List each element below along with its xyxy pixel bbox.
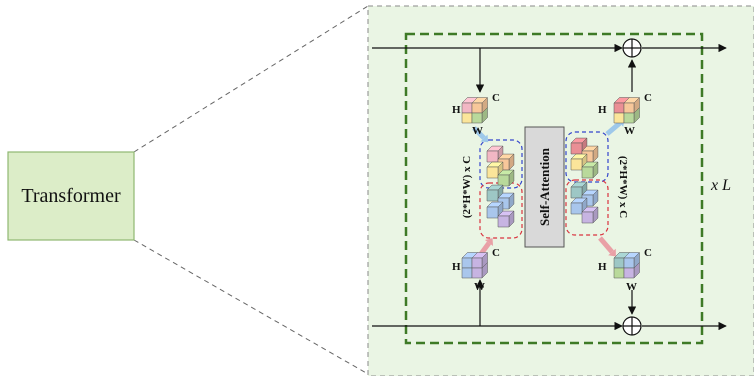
tensor-bottom-right-h: H: [598, 261, 607, 273]
tensor-bottom-left-c: C: [492, 247, 500, 259]
left-dim-label: (2*H*W) x C: [461, 156, 473, 218]
zoom-line-top: [134, 6, 368, 152]
tensor-bottom-left-h: H: [452, 261, 461, 273]
self-attention-label: Self-Attention: [537, 147, 552, 226]
repeat-label: x L: [710, 177, 731, 194]
tensor-bottom-right-w: W: [626, 281, 637, 293]
left-token-4: [498, 170, 514, 186]
tensor-top-right-h: H: [598, 104, 607, 116]
zoom-line-bottom: [134, 240, 368, 374]
tensor-top-right-w: W: [624, 125, 635, 137]
right-dim-label: (2*H*W) x C: [617, 156, 629, 218]
tensor-top-right-c: C: [644, 92, 652, 104]
right-token-8: [582, 207, 598, 223]
tensor-bottom-right-c: C: [644, 247, 652, 259]
tensor-top-left: [462, 98, 488, 124]
tensor-bottom-left-w: W: [474, 281, 485, 293]
left-token-8: [498, 211, 514, 227]
right-token-4: [582, 162, 598, 178]
tensor-bottom-left: [462, 253, 488, 279]
transformer-label: Transformer: [21, 185, 121, 207]
tensor-top-left-c: C: [492, 92, 500, 104]
tensor-top-left-h: H: [452, 104, 461, 116]
tensor-top-left-w: W: [472, 125, 483, 137]
tensor-bottom-right: [614, 253, 640, 279]
tensor-top-right: [614, 98, 640, 124]
